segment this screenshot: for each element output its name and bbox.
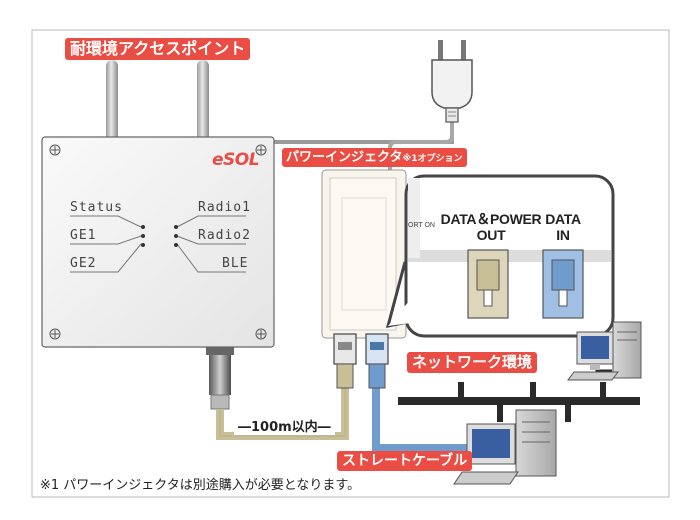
indicator-ble: BLE [222, 256, 249, 271]
data-power-out-line2: OUT [476, 227, 506, 244]
cable-label: ストレートケーブル [337, 451, 473, 471]
data-in-line1: DATA [545, 211, 581, 227]
access-point-box [41, 136, 275, 348]
power-plug-icon [431, 40, 473, 123]
data-power-out-line1: DATA＆POWER [440, 211, 542, 227]
injector-plugs [333, 333, 389, 389]
indicator-ge1: GE1 [70, 228, 97, 243]
brand-logo: eSOL [212, 150, 260, 170]
blue-cable [372, 386, 474, 452]
led-dots [141, 225, 178, 247]
antenna-icon [106, 60, 209, 144]
footnote: ※1 パワーインジェクタは別途購入が必要となります。 [40, 478, 361, 493]
injector-label-text: パワーインジェクタ [286, 150, 403, 165]
port-on-text: ORT ON [408, 222, 435, 229]
outer-frame [31, 29, 670, 498]
injector-label: パワーインジェクタ※1オプション [282, 148, 467, 167]
pc-bottom [453, 409, 557, 485]
indicator-radio2: Radio2 [198, 228, 251, 243]
distance-label: ―100m以内― [234, 416, 335, 435]
pc-top-right [567, 321, 642, 381]
title-label: 耐環境アクセスポイント [65, 38, 251, 60]
power-cord [253, 120, 454, 150]
data-power-out-label: DATA＆POWER OUT [436, 211, 546, 243]
screw-icon [49, 144, 267, 340]
data-in-line2: IN [556, 227, 570, 244]
ap-ethernet-connector [206, 347, 234, 410]
data-in-label: DATA IN [538, 211, 588, 243]
indicator-ge2: GE2 [70, 256, 97, 271]
indicator-radio1: Radio1 [198, 200, 251, 215]
indicator-status: Status [70, 200, 123, 215]
network-label: ネットワーク環境 [407, 352, 538, 373]
rj45-connector-icon [467, 249, 584, 319]
injector-note: ※1オプション [402, 154, 463, 164]
led-leader-lines [70, 215, 246, 273]
